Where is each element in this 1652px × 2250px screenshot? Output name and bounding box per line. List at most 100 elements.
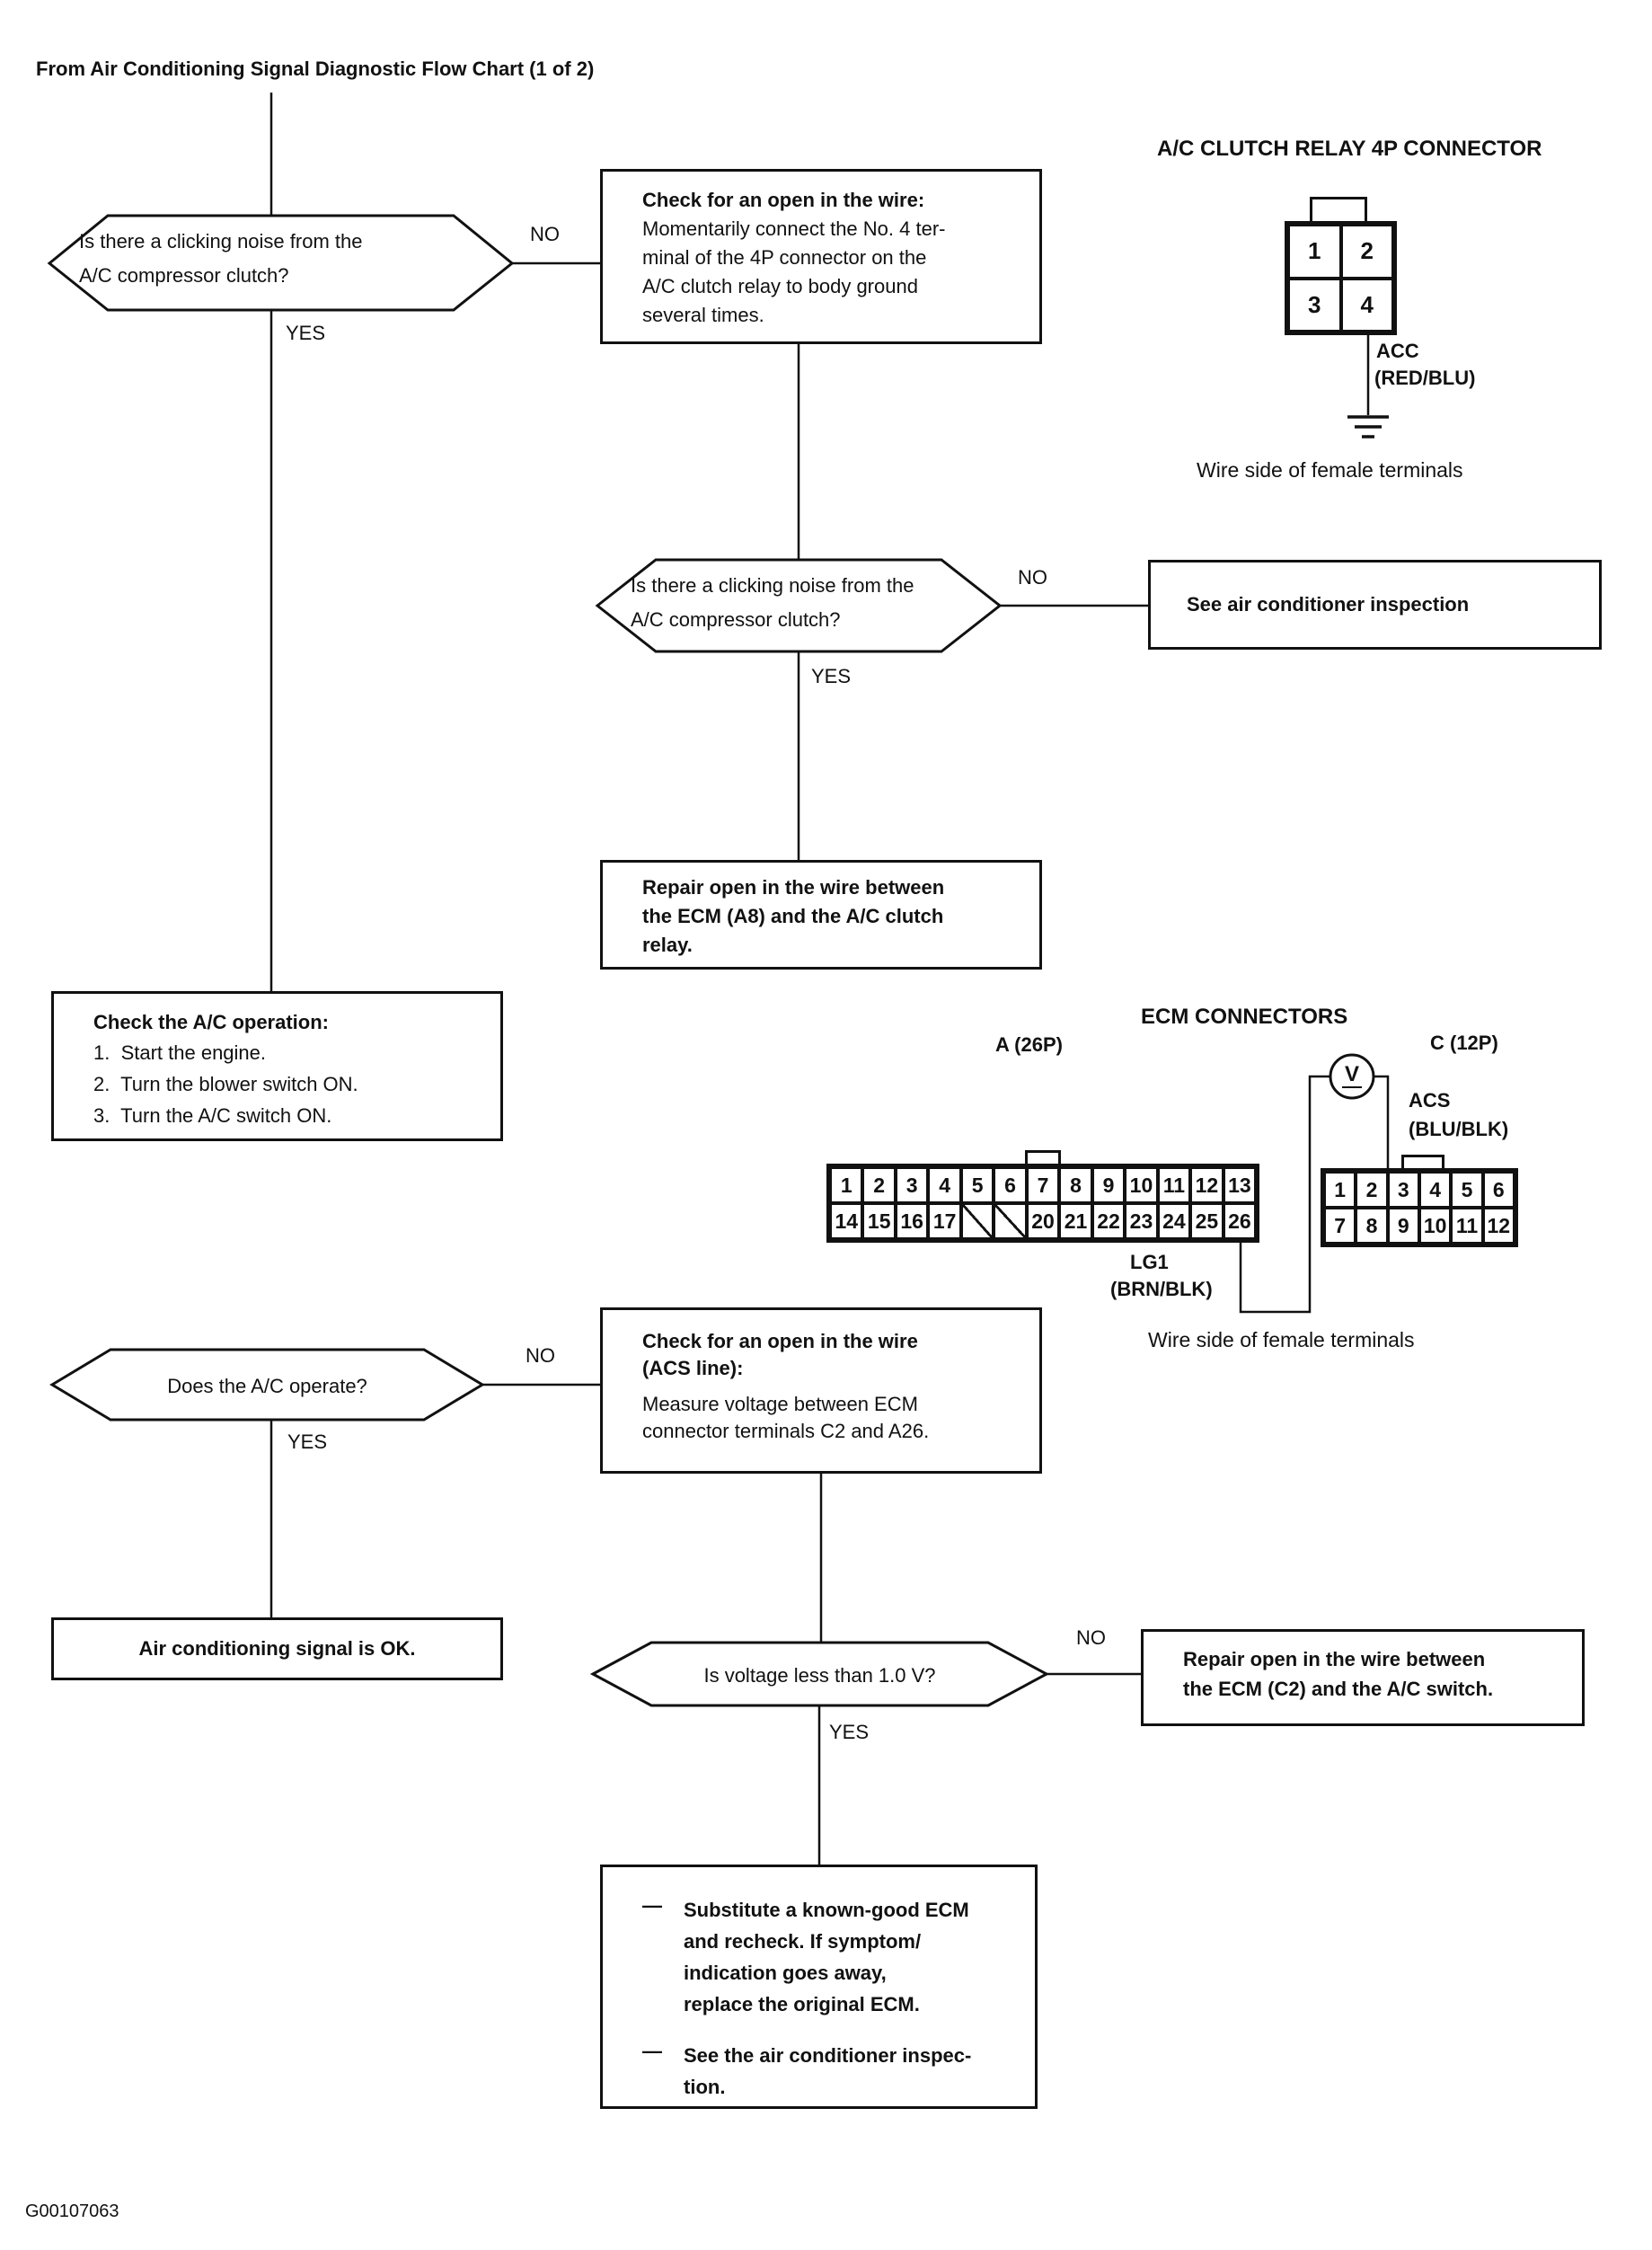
yes-label-1: YES: [286, 322, 326, 344]
box-check-open-wire-heading: Check for an open in the wire:: [642, 189, 925, 211]
ecm-c-pin: 2: [1356, 1172, 1388, 1208]
wire-a26-to-meter: [1239, 1075, 1330, 1314]
final-item-substitute-ecm-text: Substitute a known-good ECM and recheck.…: [684, 1899, 969, 2015]
box-check-open-wire: Check for an open in the wire: Momentari…: [600, 169, 1042, 344]
relay-pin: 4: [1340, 278, 1393, 332]
yes-label-3: YES: [287, 1431, 328, 1453]
wire-meter-to-c2: [1374, 1075, 1390, 1168]
ecm-connector-a-label: A (26P): [995, 1033, 1063, 1056]
box-check-acs-line: Check for an open in the wire (ACS line)…: [600, 1307, 1042, 1474]
decision-clicking-noise-1: [47, 214, 515, 312]
ecm-a-pin: 1: [830, 1167, 863, 1203]
no-label-2: NO: [1018, 566, 1047, 589]
decision-voltage: [589, 1641, 1050, 1707]
decision-voltage-text: Is voltage less than 1.0 V?: [703, 1664, 936, 1687]
no-label-1: NO: [530, 223, 560, 245]
ecm-c-pin: 3: [1387, 1172, 1419, 1208]
box-see-inspection: See air conditioner inspection: [1148, 560, 1602, 650]
final-item-see-inspection-text: See the air conditioner inspec- tion.: [684, 2044, 972, 2098]
box-see-inspection-text: See air conditioner inspection: [1187, 593, 1470, 616]
ecm-a-pin: 14: [830, 1203, 863, 1239]
ecm-a-pin: 10: [1125, 1167, 1158, 1203]
relay-pin: 3: [1288, 278, 1341, 332]
ecm-a-pin: 26: [1223, 1203, 1257, 1239]
ecm-c-pin: 9: [1387, 1208, 1419, 1244]
box-check-ac-operation: Check the A/C operation: 1. Start the en…: [51, 991, 503, 1141]
ecm-c-pin: 10: [1418, 1208, 1452, 1244]
voltmeter-icon: [1329, 1053, 1375, 1100]
ecm-a-pin: 2: [862, 1167, 896, 1203]
ecm-wire-label-lg1: LG1: [1130, 1251, 1169, 1273]
relay-connector-tab: [1310, 197, 1367, 225]
box-repair-a8-text: Repair open in the wire between the ECM …: [642, 876, 945, 956]
yes-label-2: YES: [811, 665, 852, 687]
relay-connector-title: A/C CLUTCH RELAY 4P CONNECTOR: [1157, 137, 1542, 161]
check-step: 2. Turn the blower switch ON.: [93, 1073, 358, 1095]
relay-pin: 1: [1288, 225, 1341, 279]
ecm-a-pin: 22: [1091, 1203, 1126, 1239]
box-signal-ok: Air conditioning signal is OK.: [51, 1617, 503, 1680]
ecm-wire-label-lg1-color: (BRN/BLK): [1110, 1278, 1213, 1300]
ecm-a-pin: [994, 1203, 1027, 1239]
no-label-3: NO: [526, 1344, 555, 1367]
box-signal-ok-text: Air conditioning signal is OK.: [138, 1637, 416, 1660]
ecm-c-pin: 11: [1451, 1208, 1483, 1244]
check-step: 1. Start the engine.: [93, 1041, 267, 1064]
ecm-a-pin: 4: [928, 1167, 961, 1203]
ecm-connectors-caption: Wire side of female terminals: [1148, 1328, 1415, 1351]
ecm-c-pin: 7: [1324, 1208, 1356, 1244]
box-check-acs-heading: Check for an open in the wire (ACS line)…: [642, 1330, 918, 1379]
ecm-c-pin: 5: [1451, 1172, 1483, 1208]
ecm-a-pin: 9: [1091, 1167, 1126, 1203]
dash-icon: —: [642, 2040, 662, 2062]
ecm-a-pin: 13: [1223, 1167, 1257, 1203]
ecm-a-pin: 12: [1190, 1167, 1224, 1203]
ecm-c-pin: 12: [1482, 1208, 1515, 1244]
relay-wire-label-acc: ACC: [1376, 340, 1419, 362]
box-check-acs-body: Measure voltage between ECM connector te…: [642, 1393, 930, 1442]
ecm-connector-c-label: C (12P): [1430, 1032, 1498, 1054]
box-check-open-wire-body: Momentarily connect the No. 4 ter- minal…: [642, 217, 946, 326]
ecm-connectors-title: ECM CONNECTORS: [1141, 1005, 1348, 1029]
ecm-wire-label-acs: ACS: [1409, 1089, 1451, 1112]
page-title: From Air Conditioning Signal Diagnostic …: [36, 58, 595, 80]
decision-clicking-noise-2: [595, 558, 1003, 653]
ecm-a-pin: 11: [1157, 1167, 1191, 1203]
box-repair-c2: Repair open in the wire between the ECM …: [1141, 1629, 1585, 1726]
ecm-wire-label-acs-color: (BLU/BLK): [1409, 1118, 1509, 1140]
ecm-a-pin: 23: [1125, 1203, 1158, 1239]
ecm-a-pin: 17: [928, 1203, 961, 1239]
ecm-c-pin: 8: [1356, 1208, 1388, 1244]
relay-connector-caption: Wire side of female terminals: [1197, 458, 1463, 482]
voltmeter-label: V: [1338, 1062, 1366, 1088]
box-check-ac-operation-heading: Check the A/C operation:: [93, 1011, 329, 1033]
box-check-ac-operation-steps: 1. Start the engine. 2. Turn the blower s…: [93, 1037, 491, 1131]
ecm-c-pin: 6: [1482, 1172, 1515, 1208]
ecm-a-pin: 8: [1059, 1167, 1092, 1203]
ecm-a-pin: 15: [862, 1203, 896, 1239]
ecm-a-pin: 7: [1026, 1167, 1060, 1203]
ecm-a-pin: 3: [895, 1167, 929, 1203]
box-final-actions: — Substitute a known-good ECM and rechec…: [600, 1865, 1038, 2109]
ecm-c-pin: 1: [1324, 1172, 1356, 1208]
yes-label-4: YES: [829, 1721, 870, 1743]
ground-icon: [1347, 415, 1389, 438]
ecm-a-pin: 20: [1026, 1203, 1060, 1239]
ecm-a-pin: 16: [895, 1203, 929, 1239]
relay-pin: 2: [1340, 225, 1393, 279]
final-item-see-inspection: — See the air conditioner inspec- tion.: [642, 2040, 1022, 2103]
dash-icon: —: [642, 1894, 662, 1917]
ecm-a-pin: 21: [1059, 1203, 1092, 1239]
ecm-a-pin: 5: [960, 1167, 994, 1203]
decision-clicking-noise-2-text: Is there a clicking noise from the A/C c…: [631, 574, 914, 631]
ecm-a-pin: [960, 1203, 994, 1239]
decision-ac-operate: [49, 1348, 485, 1422]
ecm-a-pin: 25: [1190, 1203, 1224, 1239]
ecm-c-pin: 4: [1418, 1172, 1452, 1208]
ecm-a-pin: 24: [1157, 1203, 1191, 1239]
box-repair-c2-text: Repair open in the wire between the ECM …: [1183, 1648, 1494, 1700]
